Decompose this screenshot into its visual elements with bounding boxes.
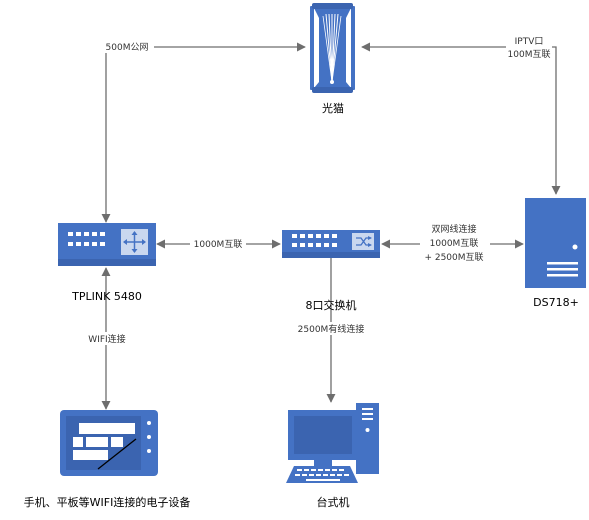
router-icon	[58, 223, 156, 266]
tablet-icon	[60, 410, 158, 476]
edge-modem-router	[101, 42, 306, 223]
edge-modem-nas	[361, 42, 561, 195]
desktop-label: 台式机	[317, 495, 350, 509]
edge-label-switch-nas-line2: 1000M互联	[430, 238, 479, 249]
edge-label-modem-nas-line1: IPTV口	[515, 37, 544, 47]
edge-label-switch-nas-line3: + 2500M互联	[424, 252, 483, 263]
edge-label-switch-desktop: 2500M有线连接	[298, 323, 365, 335]
edge-label-router-tablet: WIFI连接	[88, 333, 125, 345]
nas-label: DS718+	[533, 296, 579, 309]
edge-label-modem-nas-line2: 100M互联	[508, 49, 551, 60]
optical-modem-icon	[310, 3, 355, 93]
tablet-label: 手机、平板等WIFI连接的电子设备	[24, 495, 191, 509]
edge-label-router-switch: 1000M互联	[194, 239, 243, 250]
switch-label: 8口交换机	[306, 298, 357, 312]
network-switch-icon	[282, 230, 380, 258]
modem-label: 光猫	[322, 101, 344, 115]
nas-server-icon	[525, 198, 586, 288]
edge-label-switch-nas-line1: 双网线连接	[431, 223, 476, 235]
router-label: TPLINK 5480	[71, 290, 142, 303]
edge-label-modem-router: 500M公网	[106, 42, 149, 53]
desktop-computer-icon	[286, 403, 379, 483]
